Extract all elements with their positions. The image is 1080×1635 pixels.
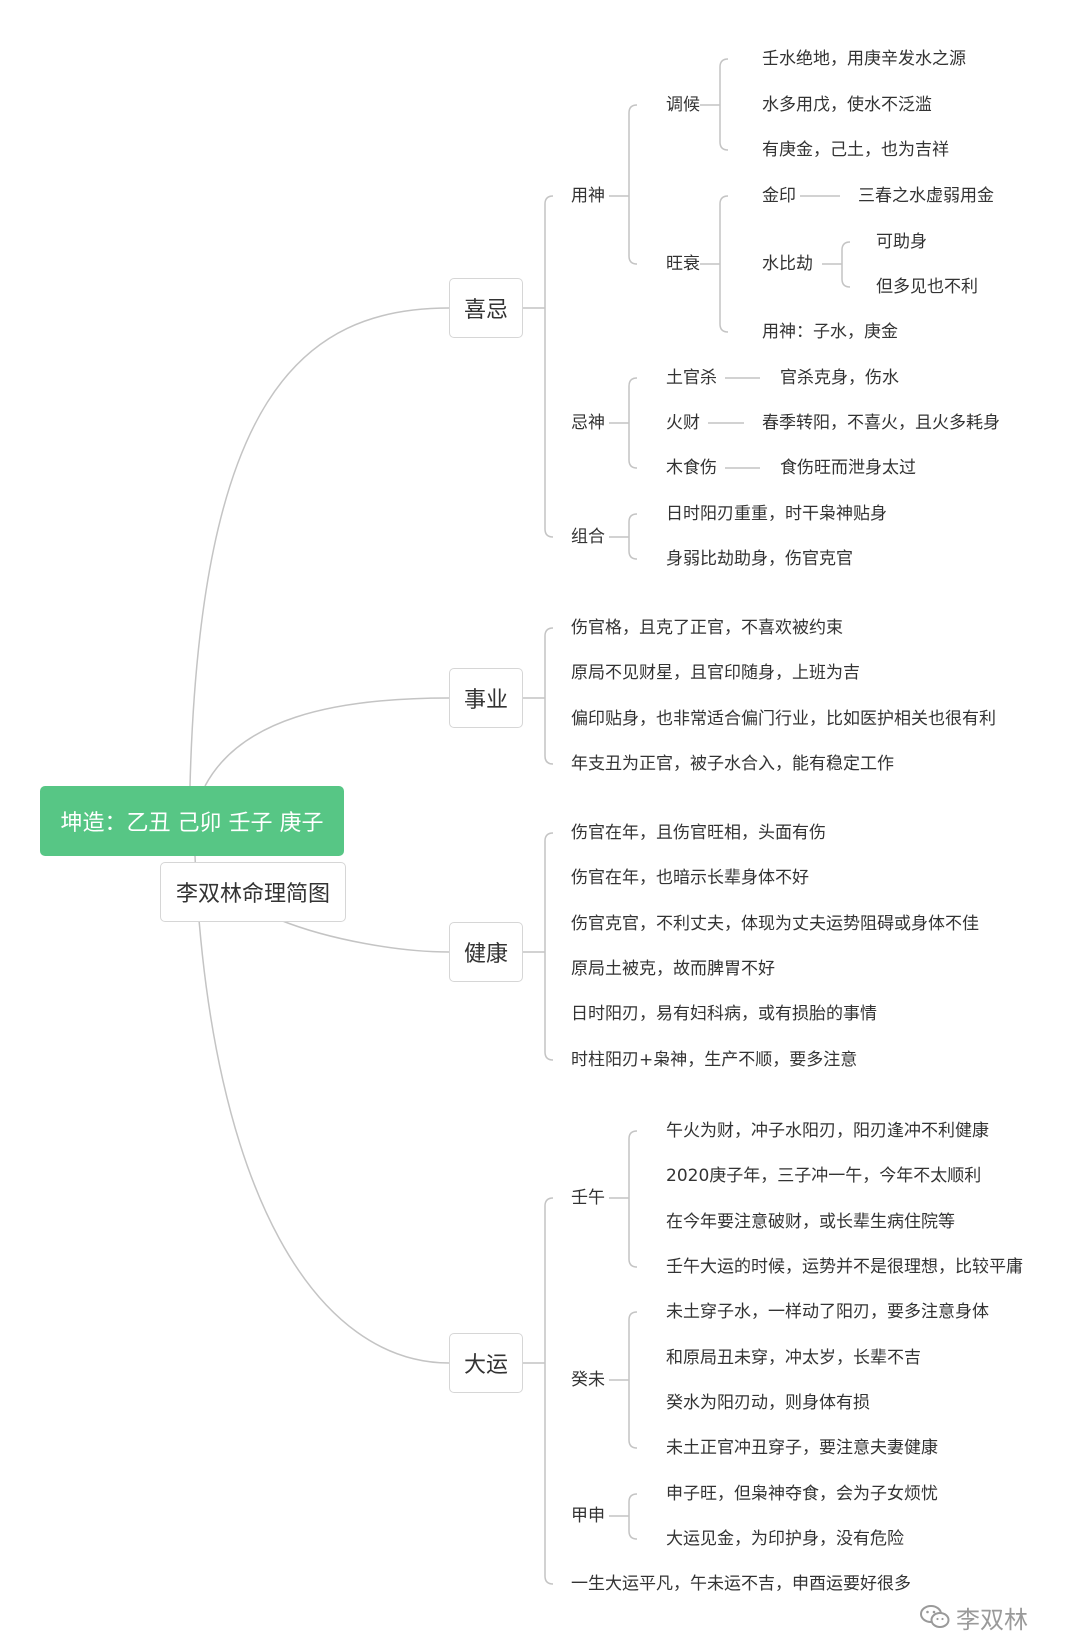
node-jinyin[interactable]: 金印 — [762, 186, 796, 206]
renwu-item[interactable]: 午火为财，冲子水阳刃，阳刃逢冲不利健康 — [666, 1121, 989, 1141]
jiankang-item[interactable]: 伤官克官，不利丈夫，体现为丈夫运势阻碍或身体不佳 — [571, 914, 979, 934]
connector — [544, 832, 554, 1061]
jiankang-item[interactable]: 伤官在年，也暗示长辈身体不好 — [571, 868, 809, 888]
jiankang-item[interactable]: 原局土被克，故而脾胃不好 — [571, 959, 775, 979]
connector — [544, 1197, 554, 1585]
connector — [628, 1130, 638, 1268]
root-label: 坤造：乙丑 己卯 壬子 庚子 — [60, 811, 324, 836]
guiwei-item[interactable]: 癸水为阳刃动，则身体有损 — [666, 1393, 870, 1413]
jiankang-item[interactable]: 时柱阳刃+枭神，生产不顺，要多注意 — [571, 1050, 858, 1070]
connector — [544, 195, 554, 538]
root-node[interactable]: 坤造：乙丑 己卯 壬子 庚子 — [40, 786, 344, 856]
connector — [628, 513, 638, 560]
connector — [628, 1311, 638, 1449]
renwu-item[interactable]: 在今年要注意破财，或长辈生病住院等 — [666, 1212, 955, 1232]
connector — [544, 627, 554, 765]
map-title-label: 李双林命理简图 — [175, 882, 330, 907]
branch-dayun[interactable]: 大运 — [449, 1333, 523, 1393]
zuhe-item[interactable]: 身弱比劫助身，伤官克官 — [666, 549, 853, 569]
branch-xiji-label: 喜忌 — [463, 298, 508, 323]
tiaohou-item[interactable]: 水多用戊，使水不泛滥 — [762, 95, 932, 115]
connector — [719, 195, 729, 333]
branch-jiankang[interactable]: 健康 — [449, 922, 523, 982]
node-shuibijie[interactable]: 水比劫 — [762, 254, 813, 274]
jiankang-item[interactable]: 日时阳刃，易有妇科病，或有损胎的事情 — [571, 1004, 877, 1024]
jiashen-item[interactable]: 申子旺，但枭神夺食，会为子女烦忧 — [666, 1484, 938, 1504]
shuibijie-item[interactable]: 但多见也不利 — [876, 277, 978, 297]
node-yongshen[interactable]: 用神 — [571, 186, 605, 206]
connector — [628, 104, 638, 265]
shiye-item[interactable]: 年支丑为正官，被子水合入，能有稳定工作 — [571, 754, 894, 774]
node-tiaohou[interactable]: 调候 — [666, 95, 700, 115]
jiashen-item[interactable]: 大运见金，为印护身，没有危险 — [666, 1529, 904, 1549]
node-wangshuai[interactable]: 旺衰 — [666, 254, 700, 274]
branch-jiankang-label: 健康 — [463, 942, 508, 967]
branch-shiye[interactable]: 事业 — [449, 668, 523, 728]
jishen-item[interactable]: 木食伤 — [666, 458, 717, 478]
jishen-item[interactable]: 火财 — [666, 413, 700, 433]
connector — [628, 377, 638, 469]
jishen-detail[interactable]: 食伤旺而泄身太过 — [780, 458, 916, 478]
jishen-item[interactable]: 土官杀 — [666, 368, 717, 388]
renwu-item[interactable]: 壬午大运的时候，运势并不是很理想，比较平庸 — [666, 1257, 1023, 1277]
jinyin-detail[interactable]: 三春之水虚弱用金 — [858, 186, 994, 206]
tiaohou-item[interactable]: 壬水绝地，用庚辛发水之源 — [762, 49, 966, 69]
node-zuhe[interactable]: 组合 — [571, 527, 605, 547]
watermark-text: 李双林 — [956, 1605, 1028, 1634]
yongshen-summary[interactable]: 用神：子水，庚金 — [762, 322, 898, 342]
node-jishen[interactable]: 忌神 — [571, 413, 605, 433]
watermark: 李双林 — [920, 1600, 1028, 1634]
shiye-item[interactable]: 原局不见财星，且官印随身，上班为吉 — [571, 663, 860, 683]
shuibijie-item[interactable]: 可助身 — [876, 232, 927, 252]
node-renwu[interactable]: 壬午 — [571, 1188, 605, 1208]
zuhe-item[interactable]: 日时阳刃重重，时干枭神贴身 — [666, 504, 887, 524]
branch-shiye-label: 事业 — [463, 688, 508, 713]
connector — [841, 241, 851, 288]
jishen-detail[interactable]: 官杀克身，伤水 — [780, 368, 899, 388]
wechat-icon — [920, 1605, 950, 1628]
shiye-item[interactable]: 偏印贴身，也非常适合偏门行业，比如医护相关也很有利 — [571, 709, 996, 729]
jishen-detail[interactable]: 春季转阳，不喜火，且火多耗身 — [762, 413, 1000, 433]
node-jiashen[interactable]: 甲申 — [571, 1506, 605, 1526]
shiye-item[interactable]: 伤官格，且克了正官，不喜欢被约束 — [571, 618, 843, 638]
guiwei-item[interactable]: 和原局丑未穿，冲太岁，长辈不吉 — [666, 1348, 921, 1368]
jiankang-item[interactable]: 伤官在年，且伤官旺相，头面有伤 — [571, 823, 826, 843]
guiwei-item[interactable]: 未土穿子水，一样动了阳刃，要多注意身体 — [666, 1302, 989, 1322]
connector — [189, 307, 450, 787]
connector — [194, 855, 450, 1364]
tiaohou-item[interactable]: 有庚金，己土，也为吉祥 — [762, 140, 949, 160]
guiwei-item[interactable]: 未土正官冲丑穿子，要注意夫妻健康 — [666, 1438, 938, 1458]
node-guiwei[interactable]: 癸未 — [571, 1370, 605, 1390]
branch-dayun-label: 大运 — [463, 1353, 508, 1378]
map-title-node[interactable]: 李双林命理简图 — [160, 862, 346, 922]
dayun-summary[interactable]: 一生大运平凡，午未运不吉，申酉运要好很多 — [571, 1574, 911, 1594]
connector — [279, 919, 450, 953]
branch-xiji[interactable]: 喜忌 — [449, 278, 523, 338]
renwu-item[interactable]: 2020庚子年，三子冲一午，今年不太顺利 — [666, 1166, 982, 1186]
connector — [204, 697, 450, 787]
connector — [719, 58, 729, 151]
connector — [628, 1493, 638, 1540]
